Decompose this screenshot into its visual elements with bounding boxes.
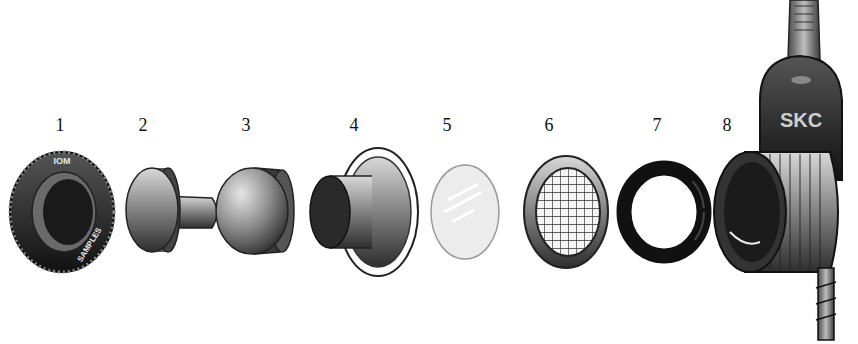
callout-number: 5: [443, 116, 452, 134]
callout-number: 8: [723, 116, 732, 134]
sampler-housing: [714, 0, 842, 340]
sampling-cassette: [310, 148, 418, 276]
ring-marking: IOM: [54, 157, 71, 166]
callout-number: 1: [56, 116, 65, 134]
dome-cap: [216, 168, 294, 254]
callout-number: 7: [653, 116, 662, 134]
brand-logo: SKC: [780, 110, 822, 130]
cover-cap: [126, 168, 217, 252]
filter: [431, 165, 499, 259]
callout-number: 2: [139, 116, 148, 134]
callout-number: 3: [242, 116, 251, 134]
o-ring: [624, 168, 704, 256]
callout-number: 6: [545, 116, 554, 134]
filter-support: [524, 156, 608, 268]
retaining-ring: [10, 152, 114, 272]
callout-number: 4: [350, 116, 359, 134]
